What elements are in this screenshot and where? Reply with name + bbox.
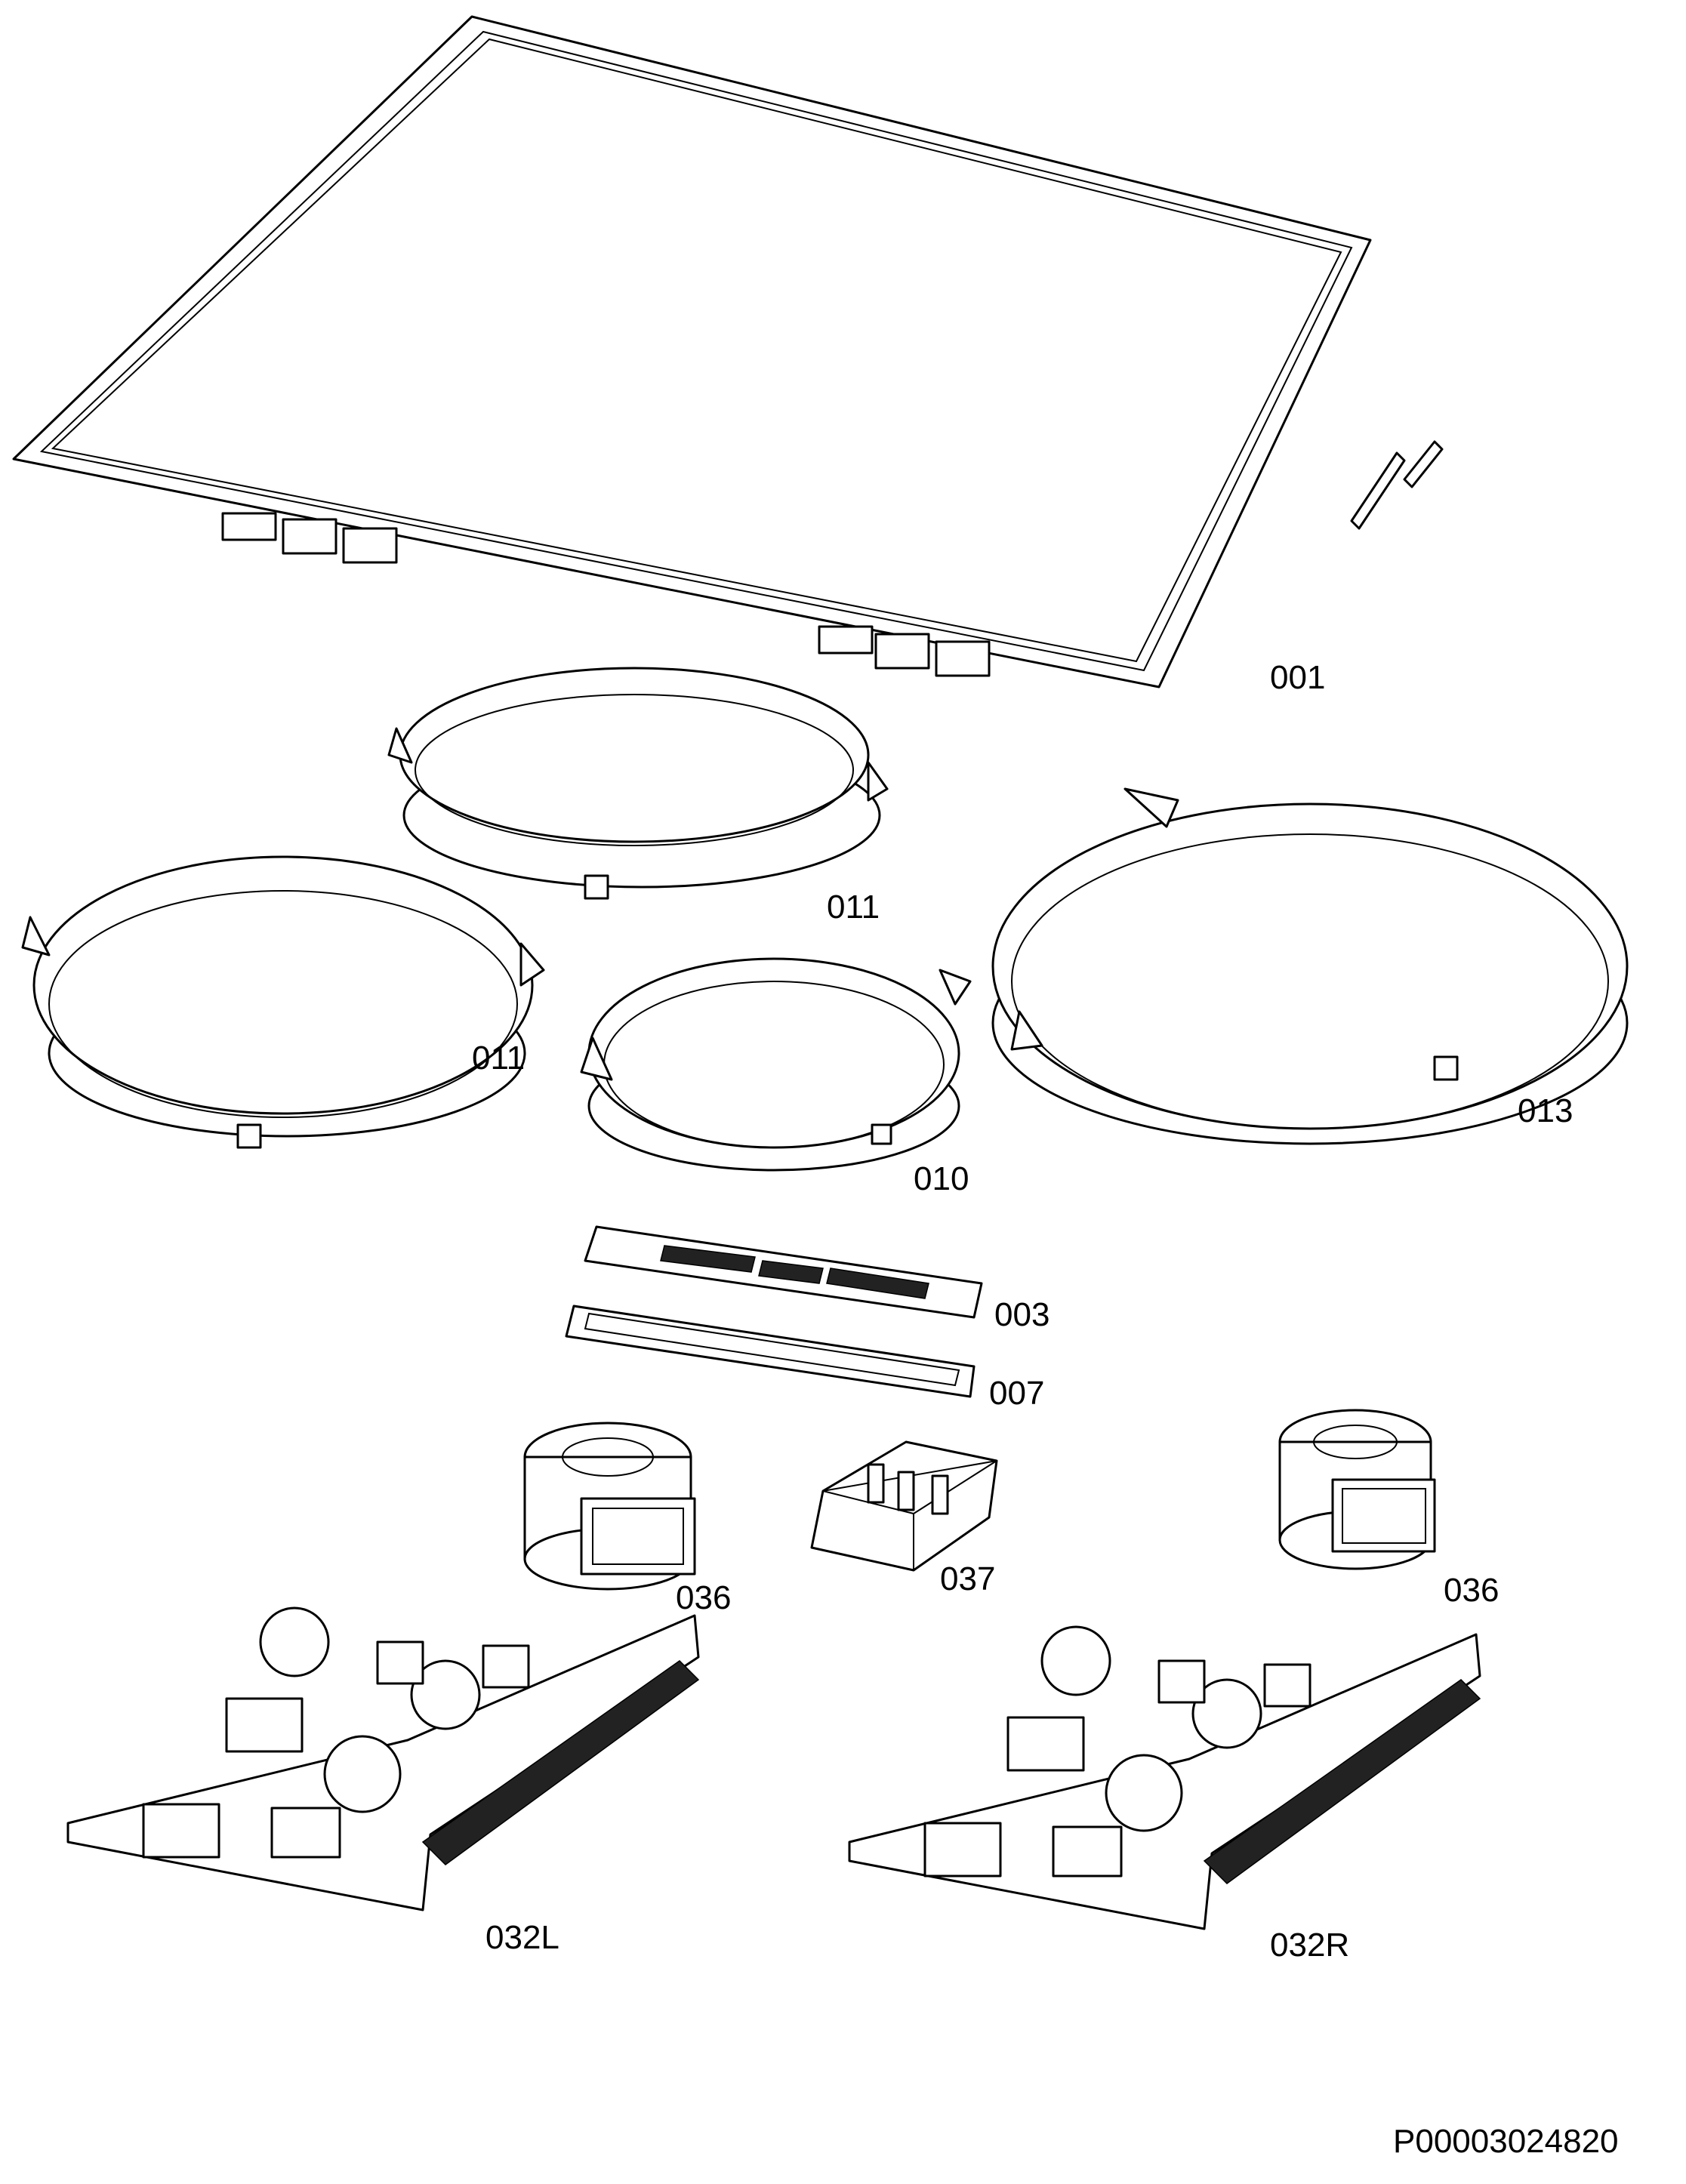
label-007: 007 bbox=[989, 1375, 1045, 1412]
cooling-fan-left bbox=[523, 1422, 696, 1591]
induction-coil-large bbox=[991, 787, 1629, 1145]
label-010: 010 bbox=[914, 1160, 969, 1197]
induction-coil-small bbox=[580, 957, 972, 1172]
label-011-top: 011 bbox=[827, 889, 880, 926]
induction-coil-left bbox=[21, 855, 545, 1149]
filter-module bbox=[810, 1440, 998, 1572]
label-036-left: 036 bbox=[676, 1579, 732, 1616]
label-013: 013 bbox=[1518, 1092, 1573, 1129]
control-board bbox=[584, 1225, 983, 1319]
drawing-id: P00003024820 bbox=[1393, 2123, 1619, 2160]
label-032l: 032L bbox=[485, 1919, 559, 1956]
label-003: 003 bbox=[994, 1296, 1050, 1333]
control-board-support bbox=[565, 1305, 976, 1398]
label-011-left: 011 bbox=[472, 1040, 526, 1077]
label-037: 037 bbox=[940, 1560, 996, 1597]
cooktop-glass-frame bbox=[12, 15, 1444, 688]
power-board-left bbox=[66, 1606, 700, 1911]
induction-coil-top bbox=[387, 667, 889, 900]
label-032r: 032R bbox=[1270, 1927, 1350, 1964]
label-001: 001 bbox=[1270, 659, 1326, 696]
cooling-fan-right bbox=[1278, 1409, 1436, 1570]
power-board-right bbox=[848, 1625, 1481, 1930]
label-036-right: 036 bbox=[1444, 1572, 1500, 1609]
